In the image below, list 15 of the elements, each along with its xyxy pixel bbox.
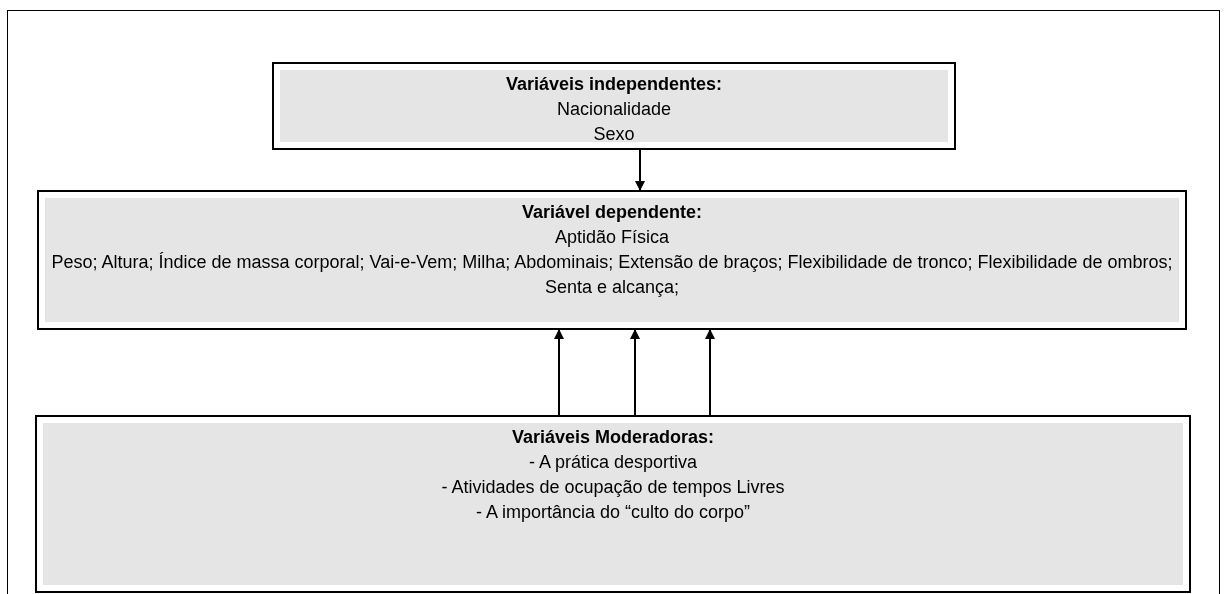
box-text: - A prática desportiva: [527, 451, 699, 474]
arrow: [554, 329, 564, 416]
box-heading: Variáveis Moderadoras:: [510, 426, 716, 449]
box-text: Nacionalidade: [555, 98, 673, 121]
box-text: Peso; Altura; Índice de massa corporal; Vai-e-Vem; Milha; Abdominais; Extensão de braços; Flexibilidade de tronco; Flexibilidade de ombros; Senta e alcança;: [50, 251, 1174, 299]
box-text: - A importância do “culto do corpo”: [474, 501, 752, 524]
box-text: Aptidão Física: [553, 226, 671, 249]
box-heading: Variável dependente:: [520, 201, 704, 224]
box-text: Sexo: [592, 123, 636, 146]
arrow: [705, 329, 715, 416]
arrow: [635, 149, 645, 191]
variable-box: [272, 62, 956, 150]
box-heading: Variáveis independentes:: [504, 73, 724, 96]
box-text: - Atividades de ocupação de tempos Livres: [440, 476, 786, 499]
arrow: [630, 329, 640, 416]
